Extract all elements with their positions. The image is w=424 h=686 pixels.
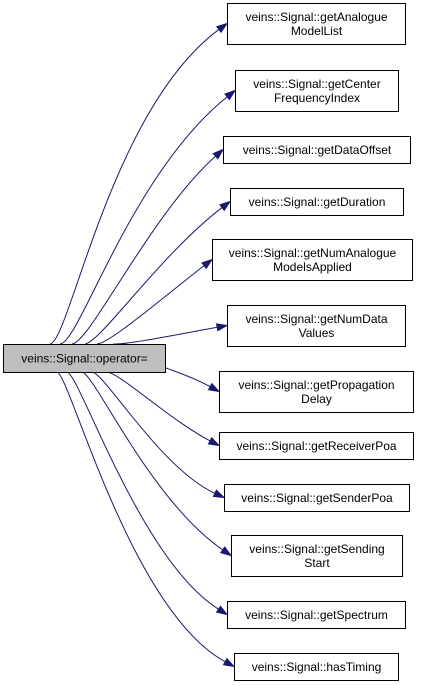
- node-box: [212, 239, 413, 281]
- target-node[interactable]: veins::Signal::getReceiverPoa: [219, 432, 414, 460]
- edge-line: [91, 371, 216, 494]
- call-edge: [84, 200, 232, 345]
- edge-line: [66, 371, 219, 610]
- node-label-line: veins::Signal::getNumData: [245, 312, 387, 326]
- node-label-line: FrequencyIndex: [274, 91, 360, 105]
- edge-line: [81, 371, 224, 551]
- node-box: [235, 70, 399, 112]
- edge-line: [49, 29, 220, 345]
- node-label-line: Start: [304, 556, 330, 570]
- node-label-line: veins::Signal::getDuration: [249, 195, 386, 209]
- edge-line: [56, 371, 226, 663]
- arrowhead-icon: [207, 436, 221, 447]
- call-edge: [96, 258, 214, 345]
- arrowhead-icon: [219, 546, 233, 557]
- node-box: [227, 601, 406, 629]
- target-node[interactable]: veins::Signal::getDuration: [230, 188, 404, 216]
- call-edge: [112, 323, 229, 345]
- edge-line: [96, 265, 205, 345]
- node-label-line: veins::Signal::operator=: [21, 352, 147, 366]
- call-edge: [71, 148, 225, 345]
- arrowhead-icon: [222, 657, 236, 668]
- node-box: [219, 371, 414, 413]
- node-box: [227, 305, 406, 347]
- node-box: [230, 188, 404, 216]
- node-label-line: Values: [299, 326, 335, 340]
- node-box: [234, 653, 399, 681]
- source-node[interactable]: veins::Signal::operator=: [3, 344, 166, 373]
- node-label-line: veins::Signal::getDataOffset: [243, 143, 392, 157]
- arrowhead-icon: [215, 323, 229, 332]
- target-node[interactable]: veins::Signal::getNumAnalogueModelsAppli…: [212, 239, 413, 281]
- arrowhead-icon: [216, 22, 229, 34]
- node-box: [224, 484, 410, 512]
- arrowhead-icon: [201, 258, 214, 270]
- edge-line: [164, 366, 211, 388]
- edge-line: [84, 207, 223, 345]
- edge-line: [106, 371, 211, 442]
- call-edge: [56, 371, 236, 668]
- node-box: [223, 136, 411, 164]
- arrowhead-icon: [212, 489, 226, 499]
- target-node[interactable]: veins::Signal::hasTiming: [234, 653, 399, 681]
- arrowhead-icon: [219, 200, 232, 212]
- node-label-line: veins::Signal::getReceiverPoa: [236, 439, 396, 453]
- arrowhead-icon: [215, 605, 229, 616]
- node-label-line: ModelsApplied: [273, 260, 352, 274]
- node-label-line: veins::Signal::getSpectrum: [245, 608, 388, 622]
- call-nodes: veins::Signal::operator=veins::Signal::g…: [3, 3, 414, 681]
- node-label-line: veins::Signal::getSenderPoa: [241, 491, 393, 505]
- call-edges: [49, 22, 237, 668]
- node-label-line: veins::Signal::getCenter: [253, 77, 380, 91]
- call-edge: [49, 22, 229, 345]
- call-edge: [59, 89, 237, 345]
- edge-line: [59, 96, 228, 345]
- node-box: [3, 344, 166, 373]
- node-label-line: Delay: [301, 392, 332, 406]
- arrowhead-icon: [224, 89, 237, 101]
- node-label-line: veins::Signal::hasTiming: [252, 660, 382, 674]
- arrowhead-icon: [207, 382, 221, 393]
- call-edge: [91, 371, 226, 499]
- node-box: [231, 535, 403, 577]
- call-edge: [106, 371, 221, 447]
- node-label-line: veins::Signal::getSending: [249, 542, 384, 556]
- node-box: [227, 3, 406, 45]
- node-label-line: veins::Signal::getAnalogue: [245, 10, 387, 24]
- target-node[interactable]: veins::Signal::getSenderPoa: [224, 484, 410, 512]
- call-edge: [81, 371, 233, 557]
- call-edge: [66, 371, 229, 616]
- target-node[interactable]: veins::Signal::getSpectrum: [227, 601, 406, 629]
- node-label-line: veins::Signal::getPropagation: [238, 378, 394, 392]
- arrowhead-icon: [212, 148, 225, 160]
- node-label-line: veins::Signal::getNumAnalogue: [229, 246, 397, 260]
- call-edge: [164, 366, 221, 393]
- edge-line: [112, 326, 218, 345]
- node-label-line: ModelList: [291, 24, 343, 38]
- node-box: [219, 432, 414, 460]
- edge-line: [71, 155, 216, 345]
- target-node[interactable]: veins::Signal::getDataOffset: [223, 136, 411, 164]
